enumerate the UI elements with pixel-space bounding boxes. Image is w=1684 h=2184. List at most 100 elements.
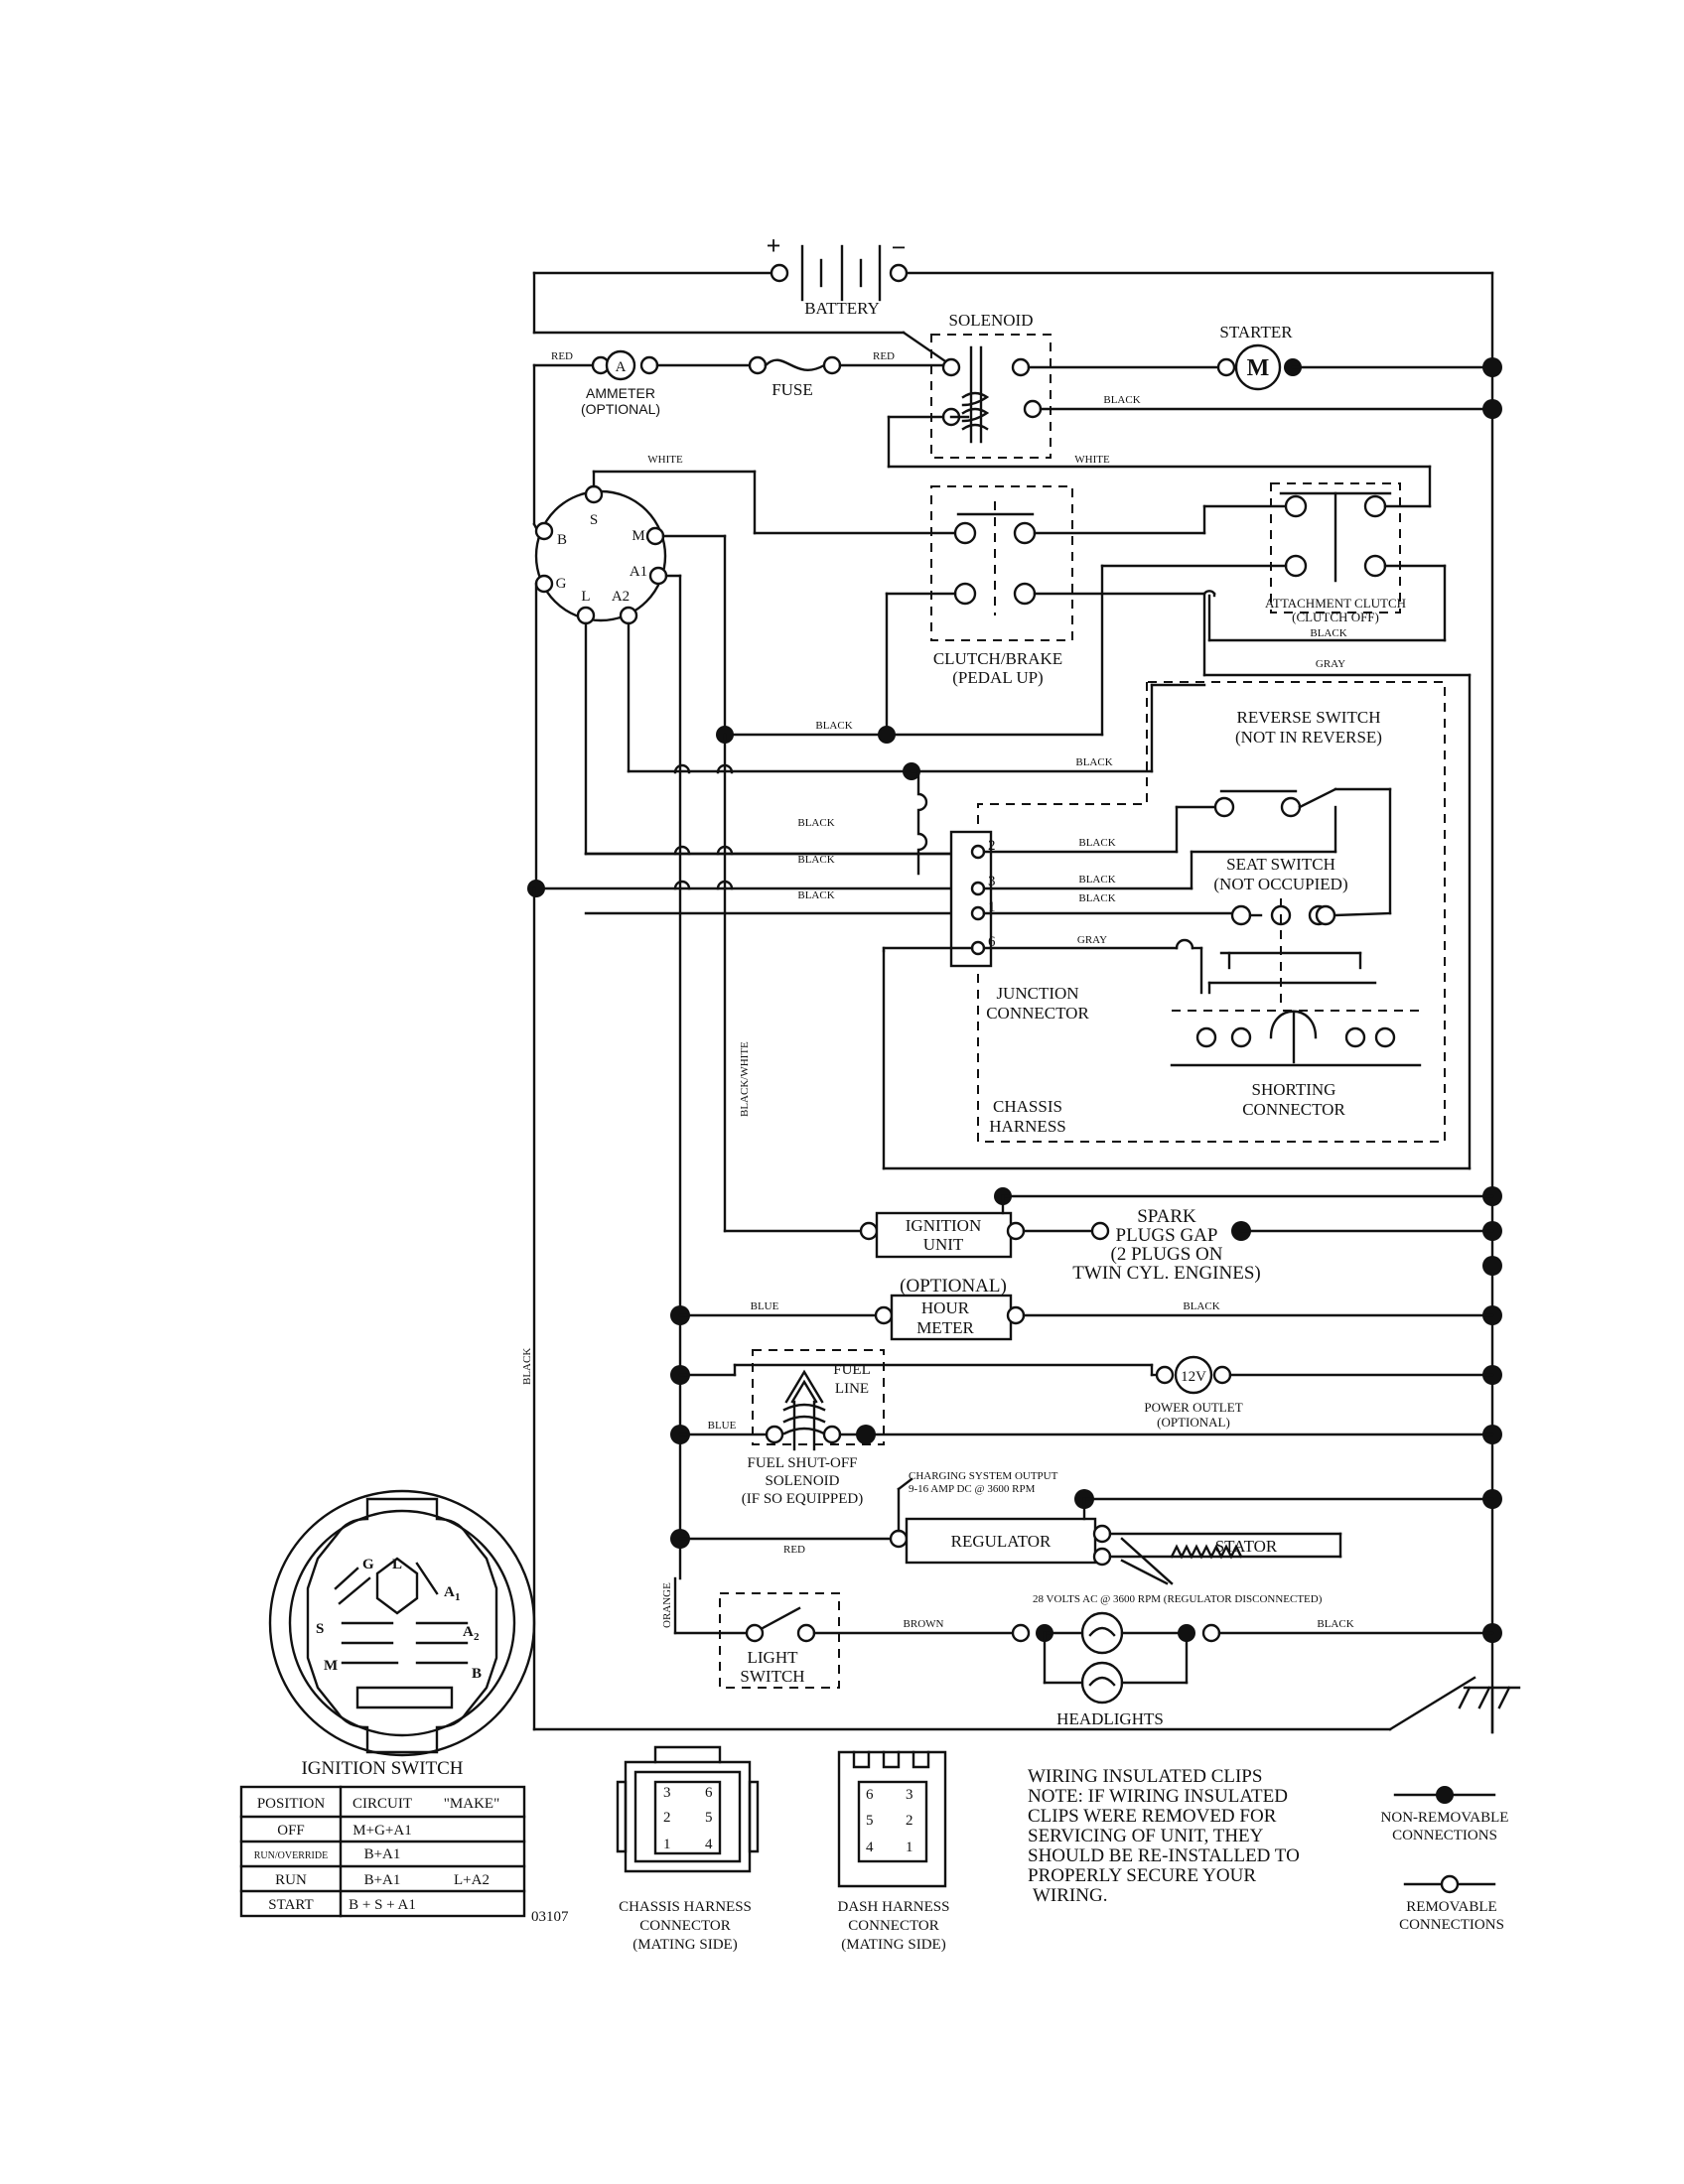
attachment-clutch-label-2: (CLUTCH OFF) [1292,610,1379,624]
wire-black-j2: BLACK [797,854,834,866]
wire-black-att: BLACK [1310,627,1346,639]
note-line-2: NOTE: IF WIRING INSULATED [1028,1786,1288,1807]
charging-label-2: 9-16 AMP DC @ 3600 RPM [909,1483,1036,1495]
shorting-label-2: CONNECTOR [1242,1100,1345,1119]
light-switch-label-2: SWITCH [740,1667,804,1686]
spark-label-1: SPARK [1137,1206,1196,1227]
face-s: S [316,1621,324,1637]
chassis-pin-2: 2 [663,1810,671,1826]
dash-pin-6: 6 [866,1787,874,1803]
ignition-switch-face: G L A 1 A 2 S M B IGNITION SWITCH [268,1489,536,1779]
note-line-3: CLIPS WERE REMOVED FOR [1028,1806,1277,1827]
table-row-override-position: RUN/OVERRIDE [254,1850,328,1861]
wire-black-starter: BLACK [1103,394,1140,406]
table-row-run-circuit: B+A1 [364,1872,401,1888]
face-g: G [362,1557,374,1572]
solenoid: SOLENOID [532,311,1494,508]
ign-term-m: M [632,528,644,544]
clutch-brake-label-2: (PEDAL UP) [952,668,1043,687]
dash-pin-5: 5 [866,1813,874,1829]
fuel-sol-label-3: (IF SO EQUIPPED) [742,1491,864,1507]
table-row-off-position: OFF [277,1823,305,1839]
junction-label-1: JUNCTION [996,984,1078,1003]
face-a1-sub: 1 [455,1591,461,1603]
regulator: REGULATOR CHARGING SYSTEM OUTPUT 9-16 AM… [678,1470,1494,1567]
ignition-switch-schematic: S M B G A1 L A2 WHITE [532,363,985,890]
headlights: BLACK HEADLIGHTS [1011,1611,1494,1728]
face-b: B [472,1666,482,1682]
legend-nonremovable-1: NON-REMOVABLE [1381,1810,1509,1826]
fuel-shutoff-solenoid: FUEL LINE BLUE FUEL SHUT-OFF SOLENOID (I… [678,1349,1494,1507]
table-row-off-circuit: M+G+A1 [352,1823,411,1839]
dash-pin-3: 3 [906,1787,913,1803]
note-line-6: PROPERLY SECURE YOUR [1028,1865,1256,1886]
spark-plugs: SPARK PLUGS GAP (2 PLUGS ON TWIN CYL. EN… [1072,1206,1494,1284]
spark-label-2: PLUGS GAP [1116,1225,1218,1246]
solenoid-label: SOLENOID [949,311,1034,330]
reverse-switch-label-1: REVERSE SWITCH [1237,708,1381,727]
junction-pin-2: 2 [988,838,996,854]
legend-removable-2: CONNECTIONS [1399,1917,1504,1933]
shorting-label-1: SHORTING [1252,1080,1336,1099]
clutch-brake-label-1: CLUTCH/BRAKE [933,649,1062,668]
ign-term-a1: A1 [630,564,647,580]
ign-term-a2: A2 [612,589,630,605]
outlet-label-2: (OPTIONAL) [1157,1415,1230,1430]
spark-label-4: TWIN CYL. ENGINES) [1072,1263,1260,1284]
seat-switch-label-2: (NOT OCCUPIED) [1213,875,1347,893]
ammeter-label-2: (OPTIONAL) [581,401,660,417]
wiring-note: WIRING INSULATED CLIPS NOTE: IF WIRING I… [1028,1766,1300,1906]
junction-pin-1: 1 [988,899,996,915]
wire-black-r2: BLACK [1078,837,1115,849]
wire-orange: ORANGE [661,1582,673,1628]
light-switch: LIGHT SWITCH ORANGE BROWN [661,1576,1015,1689]
shorting-connector: SHORTING CONNECTOR [1170,1010,1422,1119]
legend-nonremovable-2: CONNECTIONS [1392,1828,1497,1843]
wire-black-white: BLACK/WHITE [739,1041,751,1117]
ammeter-a: A [616,359,627,375]
table-header-position: POSITION [257,1796,326,1812]
dash-pin-4: 4 [866,1840,874,1855]
stator: STATOR 28 VOLTS AC @ 3600 RPM (REGULATOR… [1033,1532,1342,1605]
reverse-switch: REVERSE SWITCH (NOT IN REVERSE) [1213,708,1392,915]
battery-minus: − [892,233,907,262]
wire-white-2: WHITE [1074,454,1110,466]
black-bus-wiring: BLACK BLACK BLACK BLACK BLACK [527,683,1206,915]
hour-meter-label-2: METER [916,1318,974,1337]
ignition-switch-label: IGNITION SWITCH [301,1758,463,1779]
face-a1: A [444,1584,455,1600]
ignition-unit-label-2: UNIT [923,1235,964,1254]
legend-removable-1: REMOVABLE [1406,1899,1496,1915]
battery-plus: + [767,231,781,260]
face-l: L [392,1557,402,1572]
light-switch-label-1: LIGHT [748,1648,799,1667]
wire-red-1: RED [551,350,573,362]
wire-black-left: BLACK [521,1348,533,1385]
seat-switch-label-1: SEAT SWITCH [1226,855,1335,874]
dash-conn-label-3: (MATING SIDE) [841,1937,945,1953]
ign-term-l: L [581,589,590,605]
chassis-pin-4: 4 [705,1837,713,1852]
ignition-unit: IGNITION UNIT BLACK/WHITE [723,733,1494,1259]
fuel-line-label-2: LINE [835,1381,869,1397]
clutch-brake: CLUTCH/BRAKE (PEDAL UP) [885,485,1298,737]
wire-red-3: RED [783,1544,805,1556]
wire-blue-2: BLUE [708,1420,737,1432]
face-a2: A [463,1624,474,1640]
chassis-pin-1: 1 [663,1837,671,1852]
headlights-label: HEADLIGHTS [1056,1709,1164,1728]
seat-switch: SEAT SWITCH (NOT OCCUPIED) [1207,855,1392,1003]
hour-meter-optional: (OPTIONAL) [900,1276,1007,1297]
wire-black-hour: BLACK [1183,1300,1219,1312]
wire-black-r1: BLACK [1078,892,1115,904]
legend: NON-REMOVABLE CONNECTIONS REMOVABLE CONN… [1381,1786,1509,1933]
reverse-switch-label-2: (NOT IN REVERSE) [1235,728,1382,747]
chassis-conn-label-1: CHASSIS HARNESS [619,1899,752,1915]
table-row-run-make: L+A2 [454,1872,490,1888]
wire-gray-att: GRAY [1316,658,1345,670]
wire-black-cb: BLACK [815,720,852,732]
wire-black-j3: BLACK [797,889,834,901]
dash-conn-label-2: CONNECTOR [848,1918,938,1934]
table-row-run-position: RUN [275,1872,307,1888]
junction-pin-3: 3 [988,874,996,889]
